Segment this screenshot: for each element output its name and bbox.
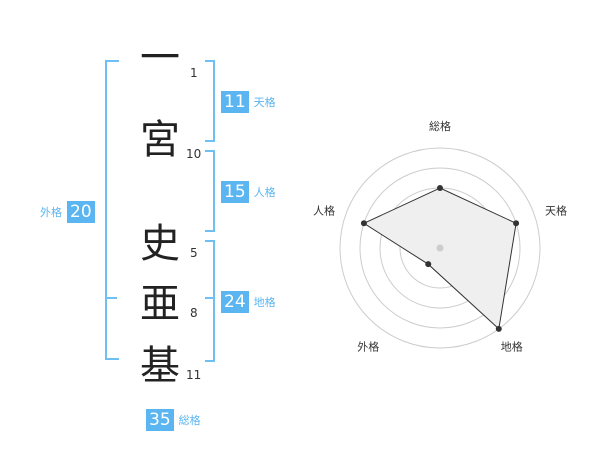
radar-axis-label-4: 外格 [357,340,379,354]
stroke-count-3: 5 [190,246,198,260]
chikaku-bracket [205,240,215,362]
radar-ring-5 [339,147,541,349]
gaikaku-bracket-divider [105,297,117,299]
chikaku-bracket-divider [205,297,213,299]
gaikaku-badge: 外格 20 [40,201,95,223]
radar-point-2 [513,220,520,227]
jinkaku-bracket [205,150,215,232]
radar-point-3 [495,325,502,332]
radar-axis-label-5: 人格 [313,203,335,217]
stroke-count-4: 8 [190,306,198,320]
tenkaku-bracket [205,60,215,142]
name-char-5: 基 [140,343,180,389]
stroke-count-5: 11 [186,368,202,382]
tenkaku-label: 天格 [253,96,276,109]
stroke-count-2: 10 [186,147,202,161]
radar-point-5 [360,220,367,227]
jinkaku-badge: 15 人格 [221,181,276,203]
radar-axis-label-2: 天格 [545,203,567,217]
radar-point-4 [425,261,432,268]
radar-center-dot [436,244,444,252]
stroke-count-1: 1 [190,66,198,80]
gaikaku-value: 20 [67,201,95,223]
radar-axis-label-1: 総格 [429,119,451,133]
radar-area [362,187,517,330]
chikaku-badge: 24 地格 [221,291,276,313]
soukaku-badge: 35 総格 [146,409,201,431]
tenkaku-value: 11 [221,91,249,113]
gaikaku-label: 外格 [40,206,62,219]
tenkaku-badge: 11 天格 [221,91,276,113]
soukaku-value: 35 [146,409,174,431]
chikaku-value: 24 [221,291,249,313]
radar-point-1 [437,185,443,191]
jinkaku-value: 15 [221,181,249,203]
name-char-3: 史 [140,221,180,267]
radar-ring-4 [359,167,521,329]
radar-axis-label-3: 地格 [501,340,523,354]
name-char-4: 亜 [140,281,180,327]
name-char-2: 宮 [140,117,180,163]
name-char-1: 一 [140,35,180,81]
gaikaku-bracket [105,60,119,360]
chikaku-label: 地格 [253,296,276,309]
jinkaku-label: 人格 [253,186,276,199]
soukaku-label: 総格 [178,414,201,427]
